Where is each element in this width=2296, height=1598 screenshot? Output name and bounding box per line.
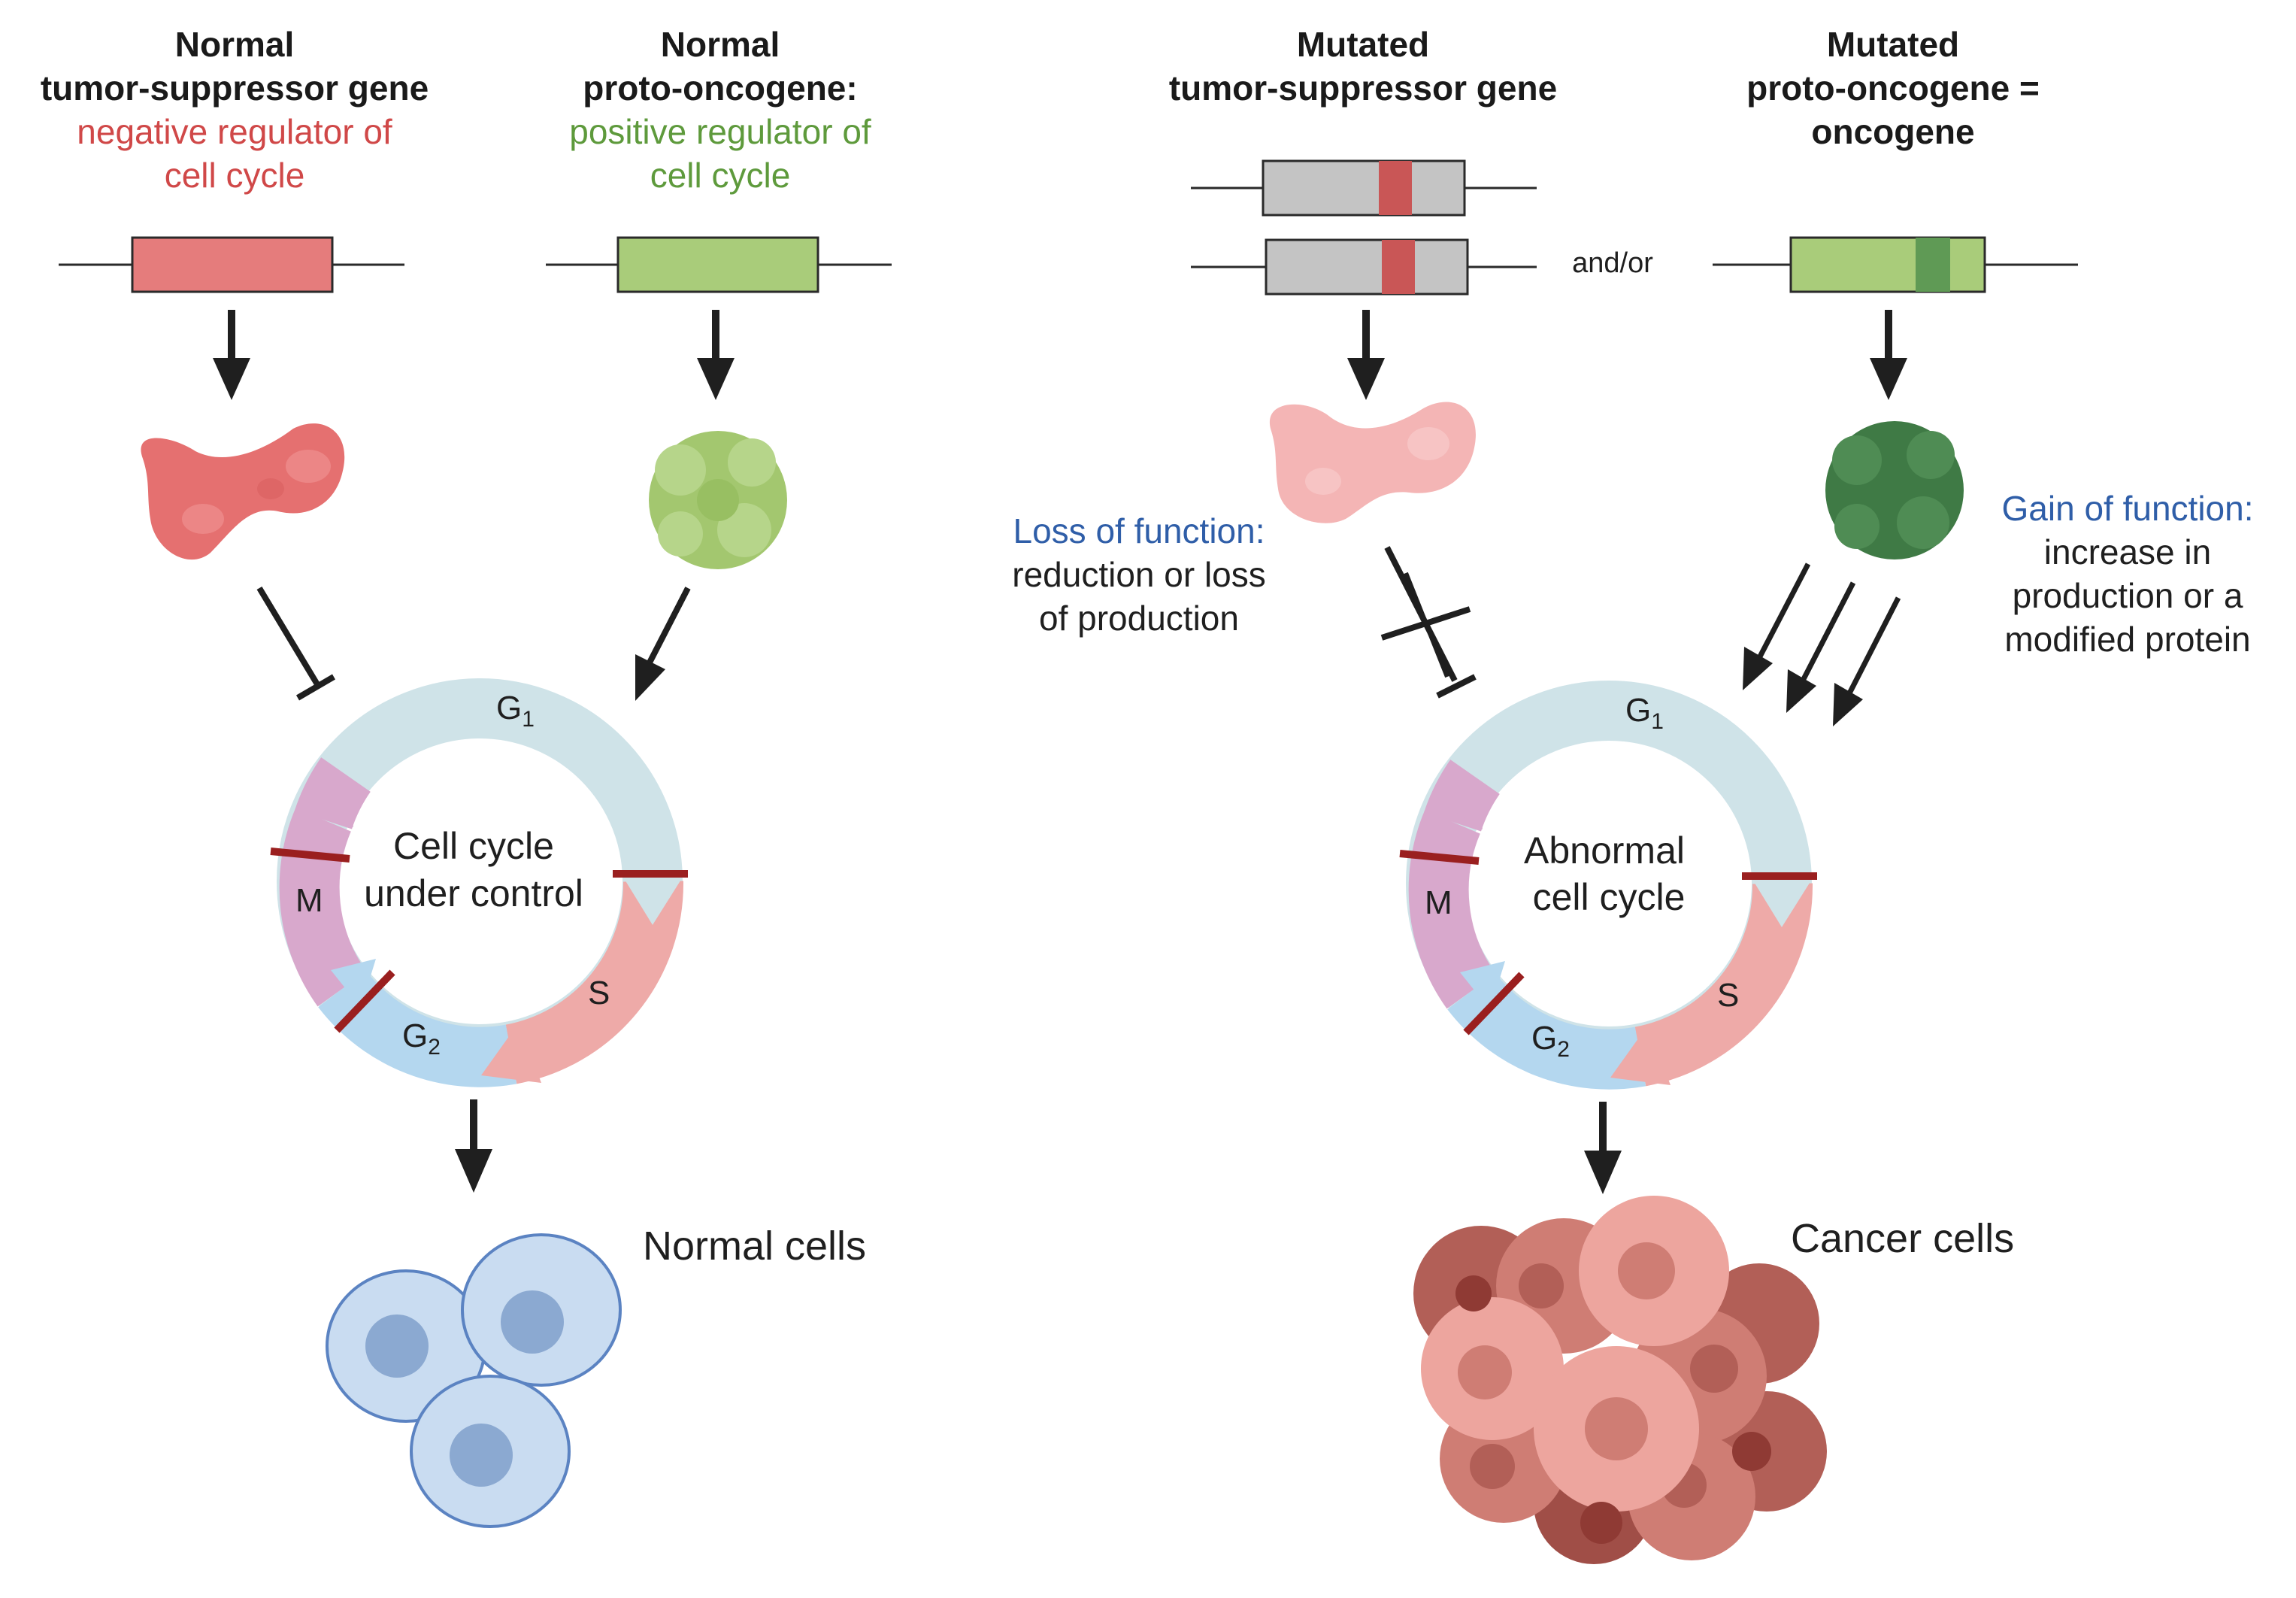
- tumor-suppressor-protein: [141, 423, 345, 560]
- gain-line1: increase in: [2044, 532, 2211, 572]
- defective-suppressor-protein: [1269, 402, 1476, 523]
- right-cell-cycle: G1 S G2 M Abnormal cell cycle: [1399, 681, 1817, 1090]
- right-phase-g1: G1: [1625, 692, 1664, 734]
- right-cycle-center-line2: cell cycle: [1533, 876, 1686, 918]
- mutated-proto-heading: Mutated proto-oncogene = oncogene: [1746, 25, 2040, 151]
- gain-line3: modified protein: [2004, 620, 2250, 659]
- loss-of-function-note: Loss of function: reduction or loss of p…: [1012, 511, 1266, 638]
- gain-heading: Gain of function:: [2002, 489, 2254, 528]
- left-phase-g1: G1: [496, 690, 535, 732]
- normal-proto-title-line2: proto-oncogene:: [583, 68, 857, 108]
- mutated-tsg-gene: [1191, 159, 1537, 296]
- loss-line1: reduction or loss: [1012, 555, 1266, 594]
- left-cycle-center-line2: under control: [364, 872, 583, 914]
- and-or-label: and/or: [1572, 247, 1653, 279]
- gain-line2: production or a: [2013, 576, 2243, 615]
- mutated-tsg-title-line1: Mutated: [1297, 25, 1429, 64]
- mutated-tsg-heading: Mutated tumor-suppressor gene: [1169, 25, 1557, 108]
- normal-cells-illustration: [326, 1233, 622, 1528]
- arrow-oncogene-to-protein: [1870, 310, 1907, 400]
- normal-tsg-heading: Normal tumor-suppressor gene negative re…: [41, 25, 429, 195]
- mutated-proto-title-line2: proto-oncogene =: [1746, 68, 2040, 108]
- loss-line2: of production: [1039, 599, 1239, 638]
- cancer-cells-label: Cancer cells: [1791, 1216, 2014, 1261]
- left-phase-m: M: [295, 882, 323, 919]
- activation-proto-to-cycle: [635, 587, 691, 701]
- right-cycle-center-line1: Abnormal: [1524, 829, 1685, 872]
- left-phase-s: S: [588, 975, 610, 1011]
- normal-tsg-title-line2: tumor-suppressor gene: [41, 68, 429, 108]
- right-phase-g2: G2: [1531, 1020, 1570, 1062]
- normal-proto-title-line1: Normal: [661, 25, 780, 64]
- normal-cells-label: Normal cells: [643, 1224, 866, 1269]
- right-phase-m: M: [1425, 884, 1452, 921]
- oncogene-gene: [1713, 236, 2078, 293]
- normal-proto-role-line2: cell cycle: [650, 156, 791, 195]
- oncogenic-protein: [1825, 421, 1964, 559]
- normal-tsg-role-line2: cell cycle: [165, 156, 305, 195]
- gain-arrows: [1743, 562, 1901, 726]
- mutated-proto-title-line3: oncogene: [1811, 112, 1974, 151]
- arrow-mutated-tsg-to-protein: [1347, 310, 1385, 400]
- proto-oncogene-protein: [649, 431, 787, 569]
- arrow-to-normal-cells: [455, 1099, 492, 1193]
- normal-proto-gene: [546, 236, 892, 293]
- left-cell-cycle: G1 S G2 M Cell cycle under control: [270, 678, 688, 1087]
- cancer-cells-illustration: [1413, 1196, 1827, 1564]
- mutated-proto-title-line1: Mutated: [1827, 25, 1959, 64]
- arrow-to-cancer-cells: [1584, 1102, 1622, 1194]
- left-phase-g2: G2: [402, 1017, 441, 1060]
- normal-tsg-gene: [59, 236, 404, 293]
- gain-of-function-note: Gain of function: increase in production…: [2002, 489, 2254, 659]
- right-phase-s: S: [1717, 977, 1739, 1014]
- left-cycle-center-line1: Cell cycle: [393, 825, 554, 867]
- inhibition-tsg-to-cycle: [256, 586, 336, 701]
- arrow-tsg-to-protein: [213, 310, 250, 400]
- loss-heading: Loss of function:: [1013, 511, 1265, 550]
- normal-proto-role-line1: positive regulator of: [569, 112, 871, 151]
- mutated-tsg-title-line2: tumor-suppressor gene: [1169, 68, 1557, 108]
- normal-tsg-title-line1: Normal: [175, 25, 294, 64]
- blocked-inhibition: [1380, 546, 1477, 699]
- normal-proto-heading: Normal proto-oncogene: positive regulato…: [569, 25, 871, 195]
- arrow-proto-to-protein: [697, 310, 735, 400]
- normal-tsg-role-line1: negative regulator of: [77, 112, 392, 151]
